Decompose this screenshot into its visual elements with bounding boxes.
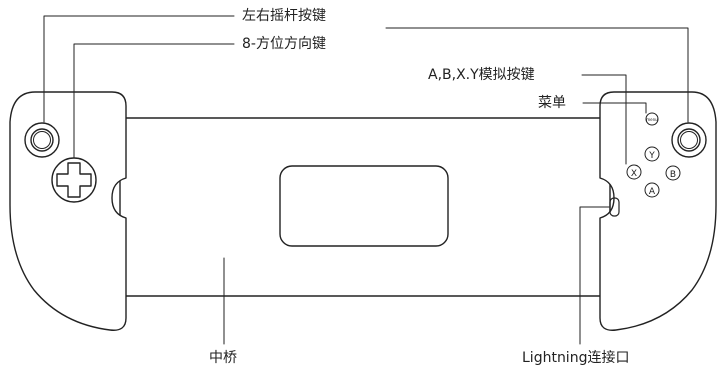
x-button[interactable]	[626, 164, 642, 180]
label-bridge: 中桥	[209, 350, 237, 366]
x-button-label: X	[631, 169, 637, 179]
right-stick-outer[interactable]	[671, 122, 707, 158]
bridge-window	[279, 165, 449, 247]
label-abxy: A,B,X.Y模拟按键	[428, 67, 535, 83]
label-lightning: Lightning连接口	[522, 350, 630, 366]
label-sticks: 左右摇杆按键	[242, 8, 326, 24]
left-grip	[9, 91, 127, 331]
leader-lines	[43, 15, 689, 345]
y-button-label: Y	[648, 151, 655, 161]
a-button-label: A	[649, 187, 656, 197]
right-stick-inner[interactable]	[677, 128, 701, 152]
b-button[interactable]	[665, 165, 681, 181]
b-button-label: B	[670, 170, 676, 180]
lightning-port	[609, 197, 620, 217]
a-button[interactable]	[644, 182, 660, 198]
label-dpad: 8-方位方向键	[242, 36, 326, 52]
right-grip	[599, 91, 717, 331]
menu-button-label: menu	[646, 117, 658, 122]
left-stick-inner[interactable]	[30, 128, 54, 152]
dpad[interactable]	[56, 162, 92, 198]
y-button[interactable]	[644, 146, 660, 162]
menu-button[interactable]	[645, 112, 659, 126]
label-menu: 菜单	[538, 95, 566, 111]
left-stick-outer[interactable]	[24, 122, 60, 158]
